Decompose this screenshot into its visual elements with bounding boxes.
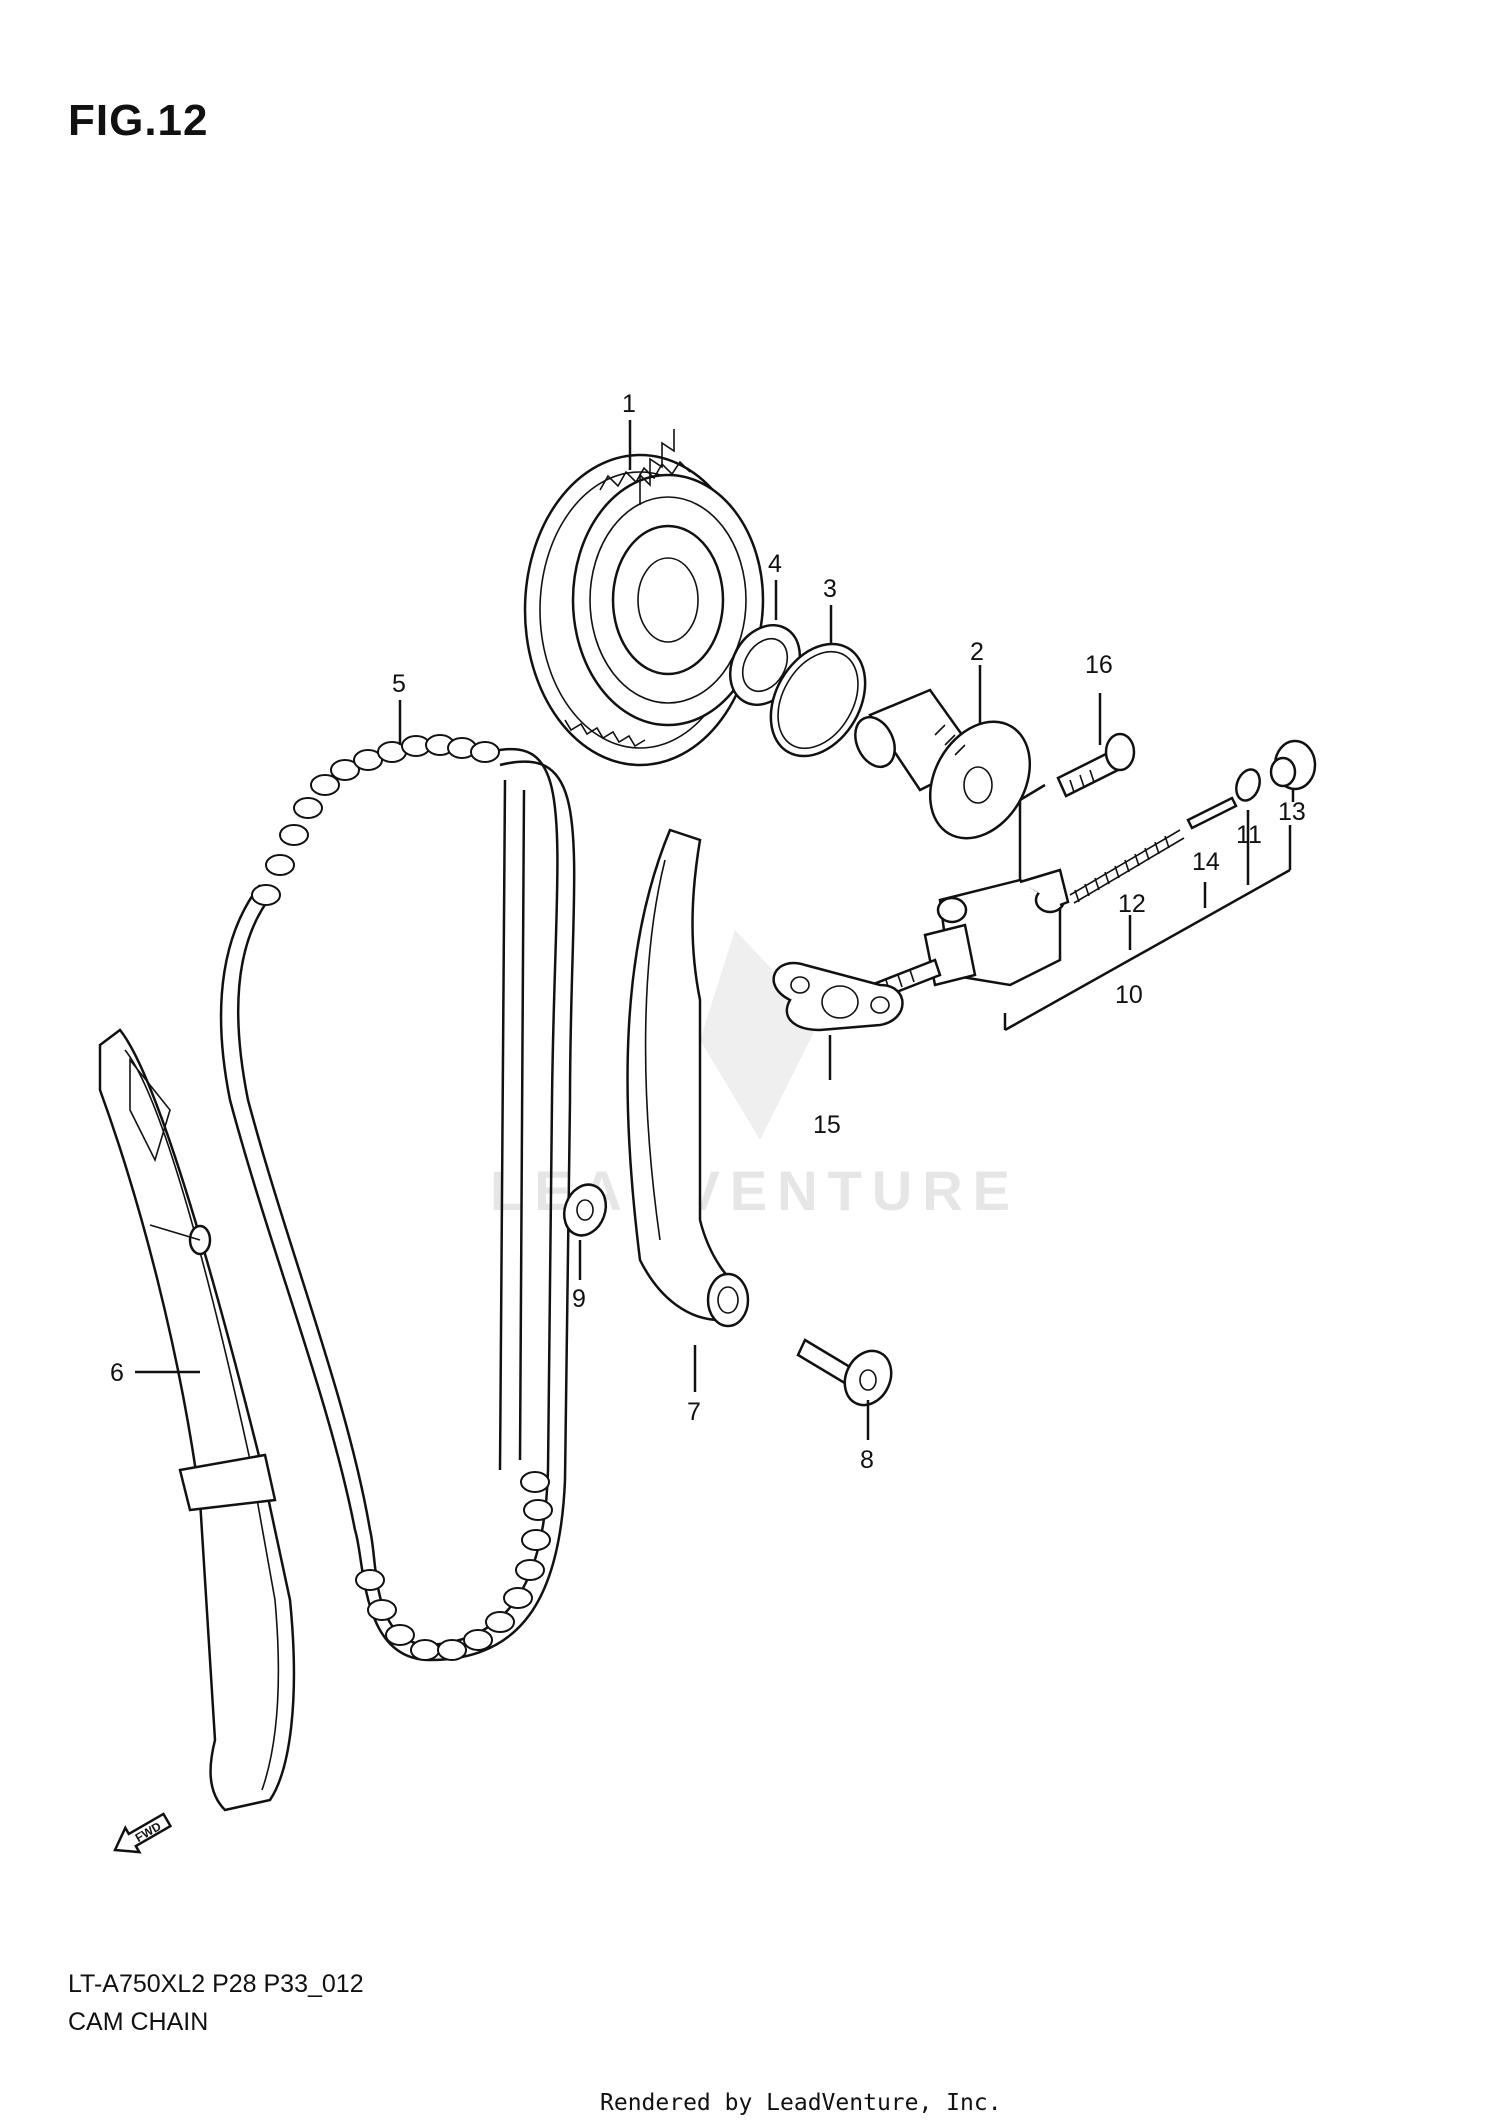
callout-13[interactable]: 13 (1278, 798, 1306, 826)
callout-8[interactable]: 8 (860, 1446, 874, 1474)
callout-9[interactable]: 9 (572, 1285, 586, 1313)
model-code: LT-A750XL2 P28 P33_012 (68, 1970, 364, 1998)
callout-16[interactable]: 16 (1085, 651, 1113, 679)
tensioner-adjuster-cap (854, 688, 1032, 840)
rod (1186, 796, 1238, 830)
assembly-bracket (1003, 783, 1292, 1032)
callout-6[interactable]: 6 (110, 1359, 124, 1387)
callout-1[interactable]: 1 (622, 390, 636, 418)
chain-guide (98, 1028, 296, 1812)
o-ring (769, 642, 867, 758)
callout-3[interactable]: 3 (823, 575, 837, 603)
tensioner-gasket (772, 961, 904, 1032)
cam-chain (219, 734, 576, 1662)
callout-12[interactable]: 12 (1118, 890, 1146, 918)
cap-bolt (1269, 739, 1317, 791)
washer-small (562, 1183, 608, 1237)
callout-7[interactable]: 7 (687, 1398, 701, 1426)
bolt (1056, 732, 1136, 798)
callout-10[interactable]: 10 (1115, 981, 1143, 1009)
cam-sprocket (523, 429, 765, 767)
callout-labels: 1 2 3 4 5 6 7 8 9 10 11 12 13 14 15 16 (110, 390, 1306, 1474)
callout-5[interactable]: 5 (392, 670, 406, 698)
gasket-ring (1235, 768, 1261, 802)
callout-2[interactable]: 2 (970, 638, 984, 666)
callout-14[interactable]: 14 (1192, 848, 1220, 876)
figure-title: FIG.12 (68, 96, 209, 145)
callout-15[interactable]: 15 (813, 1111, 841, 1139)
forward-arrow-icon: FWD (113, 1812, 173, 1854)
render-credit: Rendered by LeadVenture, Inc. (600, 2090, 1002, 2116)
section-name: CAM CHAIN (68, 2008, 209, 2036)
tensioner-guide (626, 828, 750, 1328)
callout-11[interactable]: 11 (1236, 821, 1262, 849)
spring (1069, 829, 1185, 904)
guide-bolt (796, 1338, 893, 1407)
callout-4[interactable]: 4 (768, 550, 782, 578)
leader-lines (135, 420, 1295, 1440)
